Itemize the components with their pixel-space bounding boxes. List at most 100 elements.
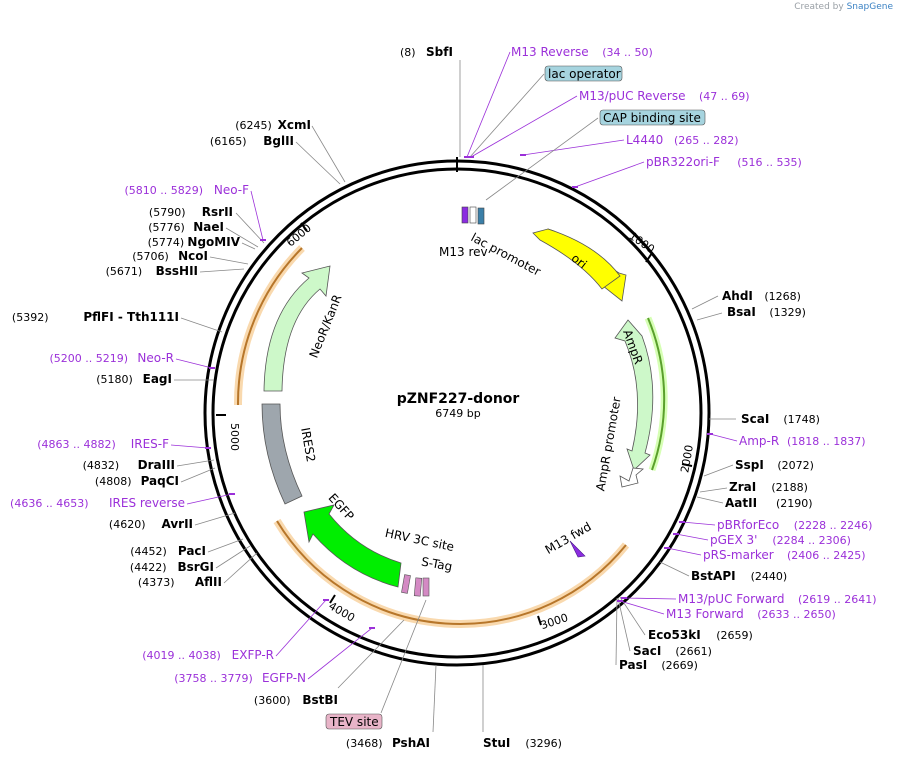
site-bsshii[interactable]: BssHII(5671) xyxy=(106,264,198,278)
primer-m13-forward[interactable]: M13 Forward(2633 .. 2650) xyxy=(617,600,836,621)
primer-name-m13-puc-forward: M13/pUC Forward xyxy=(678,592,785,606)
primer-name-pbrforeco: pBRforEco xyxy=(717,518,779,532)
site-bglii[interactable]: BglII(6165) xyxy=(210,134,294,148)
site-name-bstbi: BstBI xyxy=(302,693,338,707)
tick-4000-mark xyxy=(329,594,336,604)
site-pos-paci: (4452) xyxy=(130,545,167,558)
site-aatii[interactable]: AatII(2190) xyxy=(725,496,813,510)
site-name-sbfi: SbfI xyxy=(426,45,453,59)
primer-egfp-n[interactable]: EGFP-N(3758 .. 3779) xyxy=(174,627,375,685)
tick-5000: 5000 xyxy=(228,423,241,451)
credit-text: Created by SnapGene xyxy=(794,2,893,12)
lac-operator-box[interactable]: lac operator xyxy=(544,65,623,82)
primer-pgex-3[interactable]: pGEX 3'(2284 .. 2306) xyxy=(673,533,851,547)
site-name-stui: StuI xyxy=(483,736,510,750)
m13-fwd-feature[interactable]: M13 fwd xyxy=(543,519,594,558)
primer-pbrforeco[interactable]: pBRforEco(2228 .. 2246) xyxy=(679,518,872,532)
site-paci[interactable]: PacI (4452) xyxy=(130,544,206,558)
site-eco53ki[interactable]: Eco53kI(2659) xyxy=(648,628,753,642)
site-bsrgi[interactable]: BsrGI(4422) xyxy=(130,560,214,574)
hrv-label: HRV 3C site xyxy=(384,526,456,554)
primer-pbr322ori-f[interactable]: pBR322ori-F(516 .. 535) xyxy=(572,155,802,188)
stag-block-2 xyxy=(422,577,430,597)
ires2-feature[interactable]: IRES2 xyxy=(261,403,318,505)
site-bstbi[interactable]: BstBI(3600) xyxy=(254,693,338,707)
primer-neo-f[interactable]: Neo-F(5810 .. 5829) xyxy=(124,183,266,241)
site-name-bsai: BsaI xyxy=(727,305,756,319)
site-ahdi[interactable]: AhdI(1268) xyxy=(722,289,801,303)
site-avrii[interactable]: AvrII(4620) xyxy=(109,517,193,531)
primer-prs-marker[interactable]: pRS-marker(2406 .. 2425) xyxy=(664,547,866,562)
site-pos-naei: (5776) xyxy=(148,221,185,234)
primer-ires-f[interactable]: IRES-F(4863 .. 4882) xyxy=(37,437,211,451)
site-saci[interactable]: SacI (2661) xyxy=(633,644,712,658)
tev-box-label: TEV site xyxy=(329,715,379,729)
site-bsai[interactable]: BsaI(1329) xyxy=(727,305,806,319)
primer-range-l4440: (265 .. 282) xyxy=(674,134,739,147)
site-pasi[interactable]: PasI(2669) xyxy=(619,658,698,672)
primer-neo-r[interactable]: Neo-R(5200 .. 5219) xyxy=(49,351,215,369)
site-bstapi[interactable]: BstAPI(2440) xyxy=(691,569,787,583)
site-pos-draiii: (4832) xyxy=(83,459,120,472)
egfp-arrow xyxy=(303,504,402,588)
site-pos-bglii: (6165) xyxy=(210,135,247,148)
cds-arc-egfp-region-core xyxy=(276,520,627,625)
tick-1000-mark xyxy=(645,252,653,263)
site-sspi[interactable]: SspI(2072) xyxy=(735,458,814,472)
site-pos-aatii: (2190) xyxy=(776,497,813,510)
site-naei[interactable]: NaeI (5776) xyxy=(148,220,224,234)
site-draiii[interactable]: DraIII (4832) xyxy=(83,458,175,472)
ori-feature[interactable]: ori xyxy=(532,228,627,302)
site-sbfi[interactable]: (8) SbfI xyxy=(400,45,453,59)
site-aflii[interactable]: AflII(4373) xyxy=(138,575,222,589)
site-pos-bstapi: (2440) xyxy=(751,570,788,583)
site-pos-rsrii: (5790) xyxy=(149,206,186,219)
primer-name-egfp-n: EGFP-N xyxy=(262,671,306,685)
primer-range-m13-puc-forward: (2619 .. 2641) xyxy=(798,593,877,606)
site-paqci[interactable]: PaqCI(4808) xyxy=(95,474,179,488)
cap-box[interactable]: CAP binding site xyxy=(599,109,706,126)
site-ngomiv[interactable]: NgoMIV(5774) xyxy=(148,235,241,249)
site-scai[interactable]: ScaI(1748) xyxy=(741,412,820,426)
site-eagi[interactable]: EagI(5180) xyxy=(96,372,172,386)
site-pshai[interactable]: PshAI(3468) xyxy=(346,736,430,750)
site-zrai[interactable]: ZraI(2188) xyxy=(729,480,808,494)
snapgene-logo: SnapGene xyxy=(847,2,893,12)
primer-m13-puc-forward[interactable]: M13/pUC Forward (2619 .. 2641) xyxy=(621,592,877,606)
tev-box[interactable]: TEV site xyxy=(325,713,383,730)
site-stui[interactable]: StuI(3296) xyxy=(483,736,562,750)
ampr-promoter-label: AmpR promoter xyxy=(593,396,623,492)
primer-name-exfp-r: EXFP-R xyxy=(232,648,274,662)
site-pos-pflfi-tth111i: (5392) xyxy=(12,311,49,324)
site-rsrii[interactable]: RsrII(5790) xyxy=(149,205,233,219)
site-name-saci: SacI xyxy=(633,644,661,658)
primer-l4440[interactable]: L4440(265 .. 282) xyxy=(520,133,739,156)
site-name-paqci: PaqCI xyxy=(141,474,179,488)
snapgene-brand: SnapGene xyxy=(846,2,893,12)
primer-exfp-r[interactable]: EXFP-R(4019 .. 4038) xyxy=(142,599,329,662)
primer-name-m13-reverse: M13 Reverse xyxy=(511,45,589,59)
ampr-promoter-arrow xyxy=(619,467,644,488)
tick-3000-mark xyxy=(537,615,542,626)
m13-rev-label: M13 rev xyxy=(439,245,488,259)
site-name-naei: NaeI xyxy=(193,220,224,234)
site-ncoi[interactable]: NcoI(5706) xyxy=(132,249,208,263)
credit-prefix: Created by xyxy=(794,2,844,12)
site-pflfi-tth111i[interactable]: PflFI - Tth111I(5392) xyxy=(12,310,179,324)
site-name-xcmi: XcmI xyxy=(278,118,311,132)
primer-range-m13-reverse: (34 .. 50) xyxy=(602,46,653,59)
primer-ires-reverse[interactable]: IRES reverse(4636 .. 4653) xyxy=(10,493,235,510)
label-connectors xyxy=(170,51,738,733)
primer-m13-puc-reverse[interactable]: M13/pUC Reverse(47 .. 69) xyxy=(468,89,750,158)
site-pos-saci: (2661) xyxy=(675,645,712,658)
lac-promoter-feature[interactable]: lac promoter M13 rev xyxy=(439,206,543,279)
site-name-paci: PacI xyxy=(178,544,206,558)
tick-2000-mark xyxy=(681,463,693,467)
site-name-draiii: DraIII xyxy=(138,458,175,472)
site-xcmi[interactable]: XcmI(6245) xyxy=(235,118,311,132)
ampr-feature[interactable]: AmpR xyxy=(614,319,654,471)
primer-amp-r[interactable]: Amp-R(1818 .. 1837) xyxy=(707,433,866,448)
site-pos-sbfi: (8) xyxy=(400,46,416,59)
primer-m13-reverse[interactable]: M13 Reverse (34 .. 50) xyxy=(464,45,653,158)
